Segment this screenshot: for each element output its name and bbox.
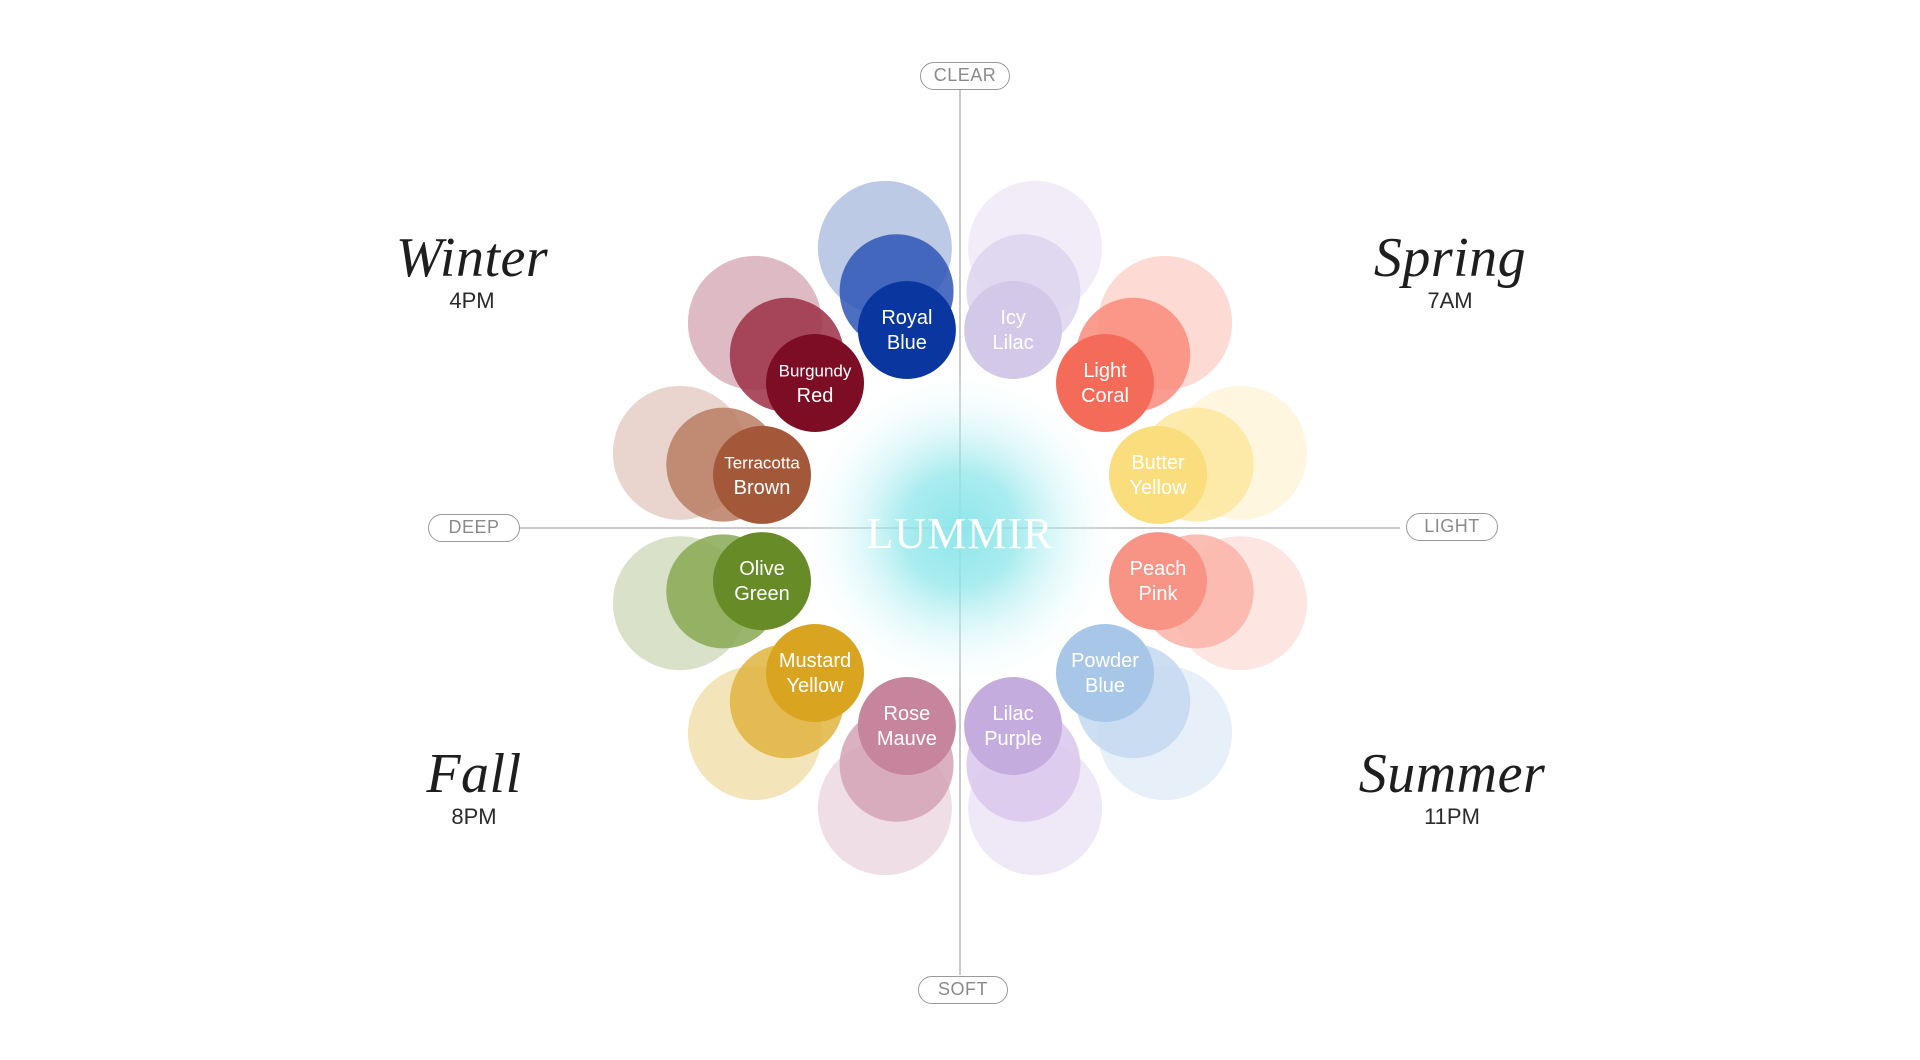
swatch-burgundy-red-shade-3 <box>766 334 864 432</box>
swatch-royal-blue-label-line1: Royal <box>881 307 932 329</box>
swatch-olive-green-label-line1: Olive <box>739 558 785 580</box>
season-fall-name: Fall <box>426 743 522 805</box>
swatch-lilac-purple-label-line2: Purple <box>984 728 1042 750</box>
swatch-mustard-yellow-label-line2: Yellow <box>786 675 844 697</box>
swatch-butter-yellow-label-line2: Yellow <box>1129 477 1187 499</box>
season-spring-name: Spring <box>1373 227 1527 289</box>
brand-logo-text: LUMMIR <box>866 509 1054 558</box>
swatch-rose-mauve-label-line2: Mauve <box>877 728 937 750</box>
swatch-peach-pink-label-line1: Peach <box>1130 558 1187 580</box>
swatch-butter-yellow-shade-3 <box>1109 425 1207 524</box>
swatch-terracotta-brown-label-line1: Terracotta <box>724 453 800 472</box>
swatch-rose-mauve-label-line1: Rose <box>884 703 931 725</box>
swatch-layer: IcyLilacLightCoralButterYellowPeachPinkP… <box>612 180 1308 876</box>
swatch-royal-blue-label-line2: Blue <box>887 332 927 354</box>
swatch-peach-pink-label-line2: Pink <box>1139 583 1179 605</box>
season-summer-name: Summer <box>1358 743 1546 805</box>
swatch-light-coral-label-line2: Coral <box>1081 385 1129 407</box>
axis-label-light: LIGHT <box>1406 513 1498 541</box>
swatch-icy-lilac-label-line1: Icy <box>1000 307 1026 329</box>
swatch-light-coral-shade-3 <box>1056 334 1154 432</box>
swatch-butter-yellow-label-line1: Butter <box>1131 452 1185 474</box>
season-winter-time: 4PM <box>449 288 495 313</box>
swatch-icy-lilac-shade-3 <box>964 281 1063 379</box>
axis-label-soft: SOFT <box>918 976 1008 1004</box>
season-winter-name: Winter <box>395 227 549 289</box>
swatch-icy-lilac-label-line2: Lilac <box>993 332 1034 354</box>
swatch-olive-green-label-line2: Green <box>734 583 790 605</box>
swatch-terracotta-brown-shade-3 <box>713 425 811 524</box>
swatch-mustard-yellow-shade-3 <box>766 624 864 722</box>
swatch-rose-mauve-shade-3 <box>857 677 956 775</box>
swatch-olive-green-shade-3 <box>713 532 811 631</box>
center-glow <box>795 365 1125 695</box>
season-spring-time: 7AM <box>1427 288 1473 313</box>
axis-label-clear: CLEAR <box>920 62 1010 90</box>
swatch-burgundy-red-label-line2: Red <box>797 385 834 407</box>
swatch-light-coral-label-line1: Light <box>1083 360 1127 382</box>
axis-label-deep: DEEP <box>428 514 520 542</box>
swatch-lilac-purple-shade-3 <box>964 677 1063 775</box>
swatch-terracotta-brown-label-line2: Brown <box>734 477 791 499</box>
swatch-powder-blue-label-line1: Powder <box>1071 650 1139 672</box>
season-fall-time: 8PM <box>451 804 497 829</box>
season-summer-time: 11PM <box>1424 804 1480 829</box>
swatch-lilac-purple-label-line1: Lilac <box>993 703 1034 725</box>
swatch-peach-pink-shade-3 <box>1109 532 1207 631</box>
swatch-burgundy-red-label-line1: Burgundy <box>779 362 852 381</box>
swatch-powder-blue-label-line2: Blue <box>1085 675 1125 697</box>
swatch-royal-blue-shade-3 <box>857 281 956 379</box>
swatch-powder-blue-shade-3 <box>1056 624 1154 722</box>
swatch-mustard-yellow-label-line1: Mustard <box>779 650 851 672</box>
